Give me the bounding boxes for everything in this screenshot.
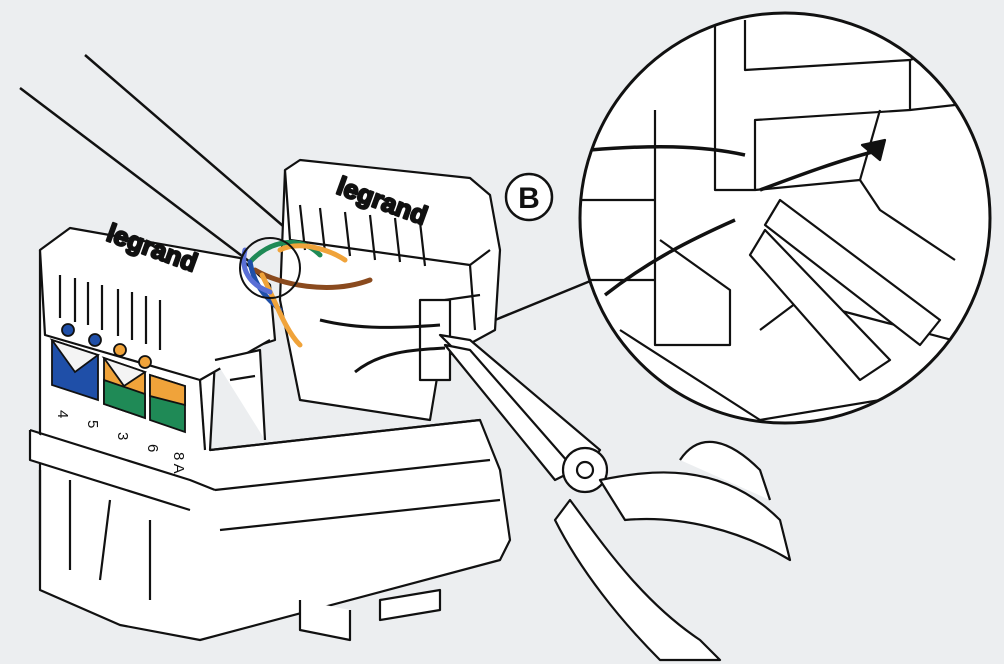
- cable-lines: [19, 54, 291, 263]
- needle-nose-pliers-icon: [438, 333, 792, 662]
- pin-label-4: 4: [54, 410, 71, 418]
- pin-label-5: 5: [84, 420, 101, 428]
- pin-color-block: [49, 323, 186, 434]
- pin-labels: 4 5 3 6 8 A: [54, 410, 187, 474]
- wire-bundle: [239, 237, 373, 348]
- callout-pointer: [494, 273, 606, 322]
- pin-label-3: 3: [114, 432, 131, 440]
- callout-label-b: B: [504, 172, 554, 222]
- wire-end: [354, 346, 446, 374]
- pin-label-6: 6: [144, 444, 161, 452]
- callout-letter: B: [518, 182, 540, 215]
- wire-strand: [319, 318, 441, 329]
- pin-label-8a: 8 A: [170, 452, 187, 474]
- wire-cut-callout-icon: [578, 11, 992, 425]
